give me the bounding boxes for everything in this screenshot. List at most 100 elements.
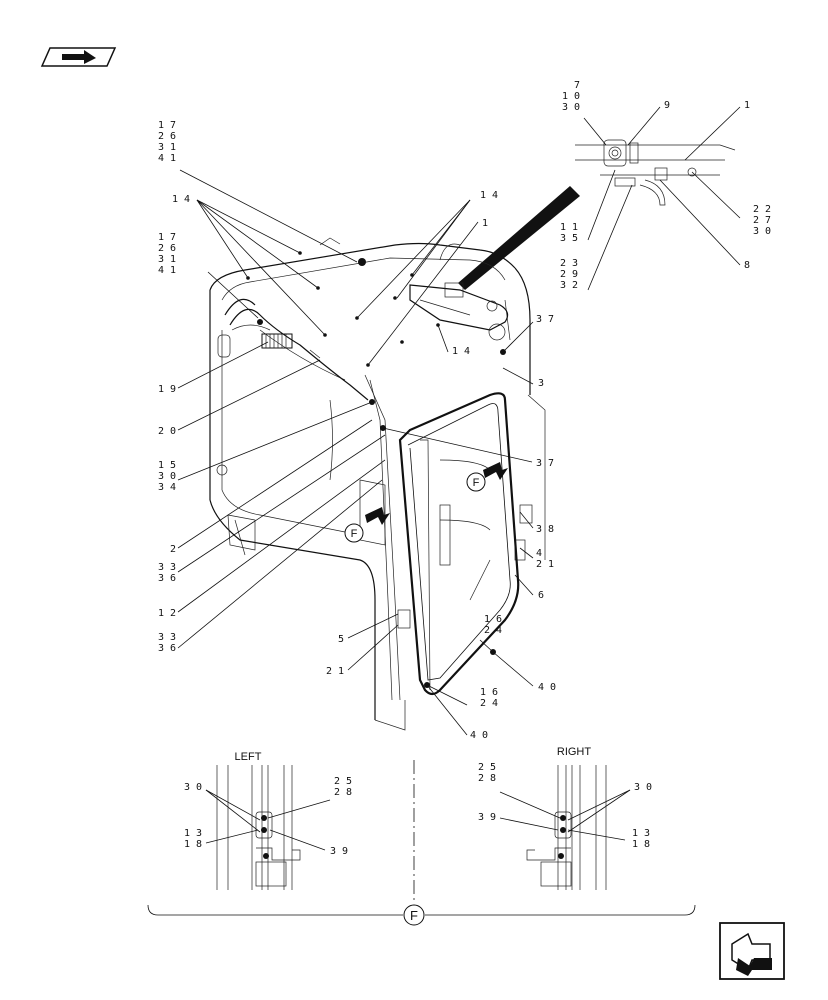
callout-12: 1 2	[158, 608, 176, 619]
detail-left: LEFT	[205, 751, 331, 890]
callout-number: 1 7	[158, 120, 176, 131]
callout-number: 1 4	[452, 346, 470, 357]
callout-number: 2 2	[753, 204, 771, 215]
callout-number: 5	[338, 634, 344, 645]
callout-number: 3 3	[158, 632, 176, 643]
callout-left-39: 3 9	[330, 846, 348, 857]
callout-number: 3 9	[478, 812, 496, 823]
callout-number: 2 4	[484, 625, 502, 636]
callout-top-8: 8	[744, 260, 750, 271]
callout-number: 4 1	[158, 265, 176, 276]
view-letter-upper: F	[473, 477, 480, 489]
callout-number: 1 8	[184, 839, 202, 850]
callout-number: 1	[482, 218, 488, 229]
callout-number: 1 3	[184, 828, 202, 839]
callout-right-39: 3 9	[478, 812, 496, 823]
callout-number: 3 6	[158, 643, 176, 654]
callout-number: 1 5	[158, 460, 176, 471]
book-arrow-icon[interactable]	[40, 47, 117, 67]
callout-number: 3 7	[536, 314, 554, 325]
callout-number: 1 9	[158, 384, 176, 395]
callout-number: 2 9	[560, 269, 578, 280]
callout-number: 1 8	[632, 839, 650, 850]
callout-number: 3 0	[753, 226, 771, 237]
callout-6: 6	[538, 590, 544, 601]
right-detail-title: RIGHT	[557, 746, 592, 758]
callout-number: 2 4	[480, 698, 498, 709]
callout-number: 3 0	[158, 471, 176, 482]
callout-14-right: 1 4	[480, 190, 498, 201]
callout-number: 1 6	[484, 614, 502, 625]
callout-right-30: 3 0	[634, 782, 652, 793]
detail-right: RIGHT	[499, 746, 631, 890]
door-frame	[364, 374, 520, 701]
callout-number: 1	[744, 100, 750, 111]
callout-number: 3 1	[158, 142, 176, 153]
callout-number: 1 4	[480, 190, 498, 201]
callout-37-lower: 3 7	[536, 458, 554, 469]
callout-top-9: 9	[664, 100, 670, 111]
callout-38: 3 8	[536, 524, 554, 535]
callout-number: 2 0	[158, 426, 176, 437]
callout-number: 1 2	[158, 608, 176, 619]
callout-20: 2 0	[158, 426, 176, 437]
callout-number: 4	[536, 548, 542, 559]
arrow-right-icon[interactable]	[719, 922, 785, 980]
callout-19: 1 9	[158, 384, 176, 395]
callout-number: 9	[664, 100, 670, 111]
callout-number: 3 5	[560, 233, 578, 244]
callout-number: 1 7	[158, 232, 176, 243]
callout-left-30: 3 0	[184, 782, 202, 793]
callout-number: 3 6	[158, 573, 176, 584]
callout-number: 7	[574, 80, 580, 91]
wire-harness	[224, 258, 369, 401]
callout-number: 4 0	[470, 730, 488, 741]
callout-number: 3 0	[184, 782, 202, 793]
callout-3: 3	[538, 378, 544, 389]
callout-number: 2 1	[536, 559, 554, 570]
callout-top-1: 1	[744, 100, 750, 111]
callout-number: 2 8	[478, 773, 496, 784]
callout-21: 2 1	[326, 666, 344, 677]
leader-lines	[177, 106, 741, 736]
callout-number: 3	[538, 378, 544, 389]
left-detail-title: LEFT	[235, 751, 262, 763]
top-detail-inset	[575, 139, 736, 206]
connector-block	[261, 333, 293, 349]
callout-2: 2	[170, 544, 176, 555]
detail-pointer	[458, 186, 580, 290]
callout-number: 2 7	[753, 215, 771, 226]
callout-14-mid: 1 4	[452, 346, 470, 357]
callout-number: 3 9	[330, 846, 348, 857]
callout-number: 3 8	[536, 524, 554, 535]
callout-1-main: 1	[482, 218, 488, 229]
callout-number: 4 0	[538, 682, 556, 693]
view-arrow-lower: F	[344, 507, 390, 543]
callout-number: 3 2	[560, 280, 578, 291]
roof-screws	[246, 251, 506, 688]
callout-number: 2 8	[334, 787, 352, 798]
view-brace	[147, 904, 696, 916]
view-letter-main: F	[410, 908, 418, 923]
callout-37-upper: 3 7	[536, 314, 554, 325]
callout-40-b: 4 0	[470, 730, 488, 741]
callout-40-a: 4 0	[538, 682, 556, 693]
callout-number: 6	[538, 590, 544, 601]
